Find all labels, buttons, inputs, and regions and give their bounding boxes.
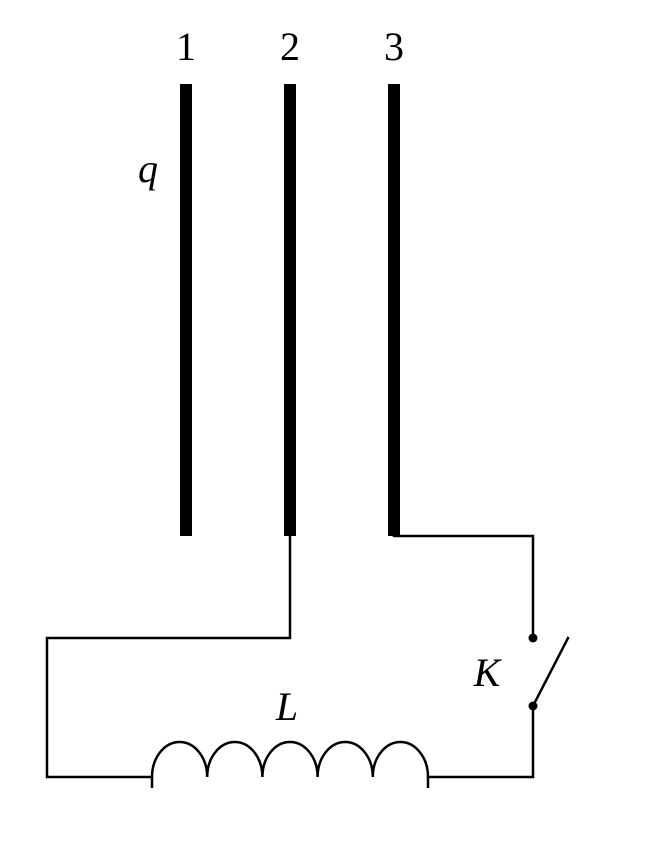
plate-2-label: 2 (280, 24, 300, 69)
inductor-label: L (275, 684, 298, 729)
plate-1-label: 1 (176, 24, 196, 69)
charge-label: q (138, 146, 158, 191)
plate-1 (180, 84, 192, 536)
switch-blade (531, 636, 570, 708)
switch-label: K (473, 650, 503, 695)
wire-plate2-to-inductor (45, 534, 292, 779)
plate-2 (284, 84, 296, 536)
plate-3 (388, 84, 400, 536)
inductor-coil (150, 740, 430, 788)
switch-contact-top (528, 633, 538, 643)
wire-inductor-to-switch (426, 704, 535, 779)
wire-plate3-to-switch (392, 534, 535, 640)
plate-3-label: 3 (384, 24, 404, 69)
